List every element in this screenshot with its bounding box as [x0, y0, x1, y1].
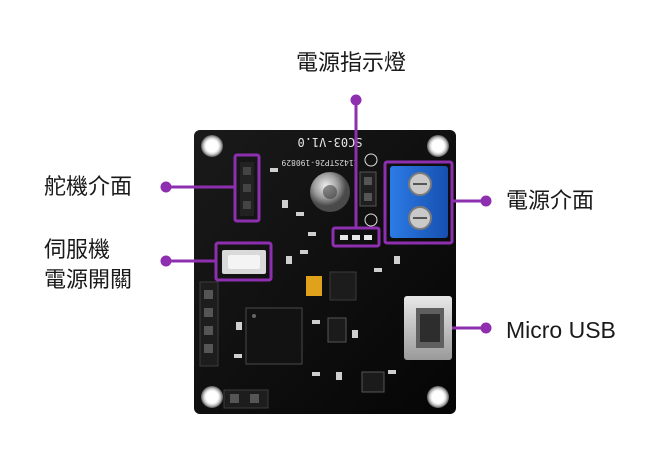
mcu-chip [245, 307, 303, 365]
regulator [329, 271, 357, 301]
callout-servo-power-switch-line1: 伺服機 [44, 238, 111, 263]
servo-header [240, 162, 254, 216]
callout-power-indicator: 電源指示燈 [296, 51, 407, 76]
silkscreen-title: SC03-V1.0 [297, 135, 362, 149]
pcb: SC03-V1.0 1142STP26-190829 [194, 130, 456, 414]
mount-hole-bottom-right [427, 386, 449, 408]
callout-servo-interface: 舵機介面 [44, 175, 133, 200]
smd-components [234, 168, 400, 380]
micro-usb-port [404, 296, 452, 360]
mount-hole-top-right [427, 135, 449, 157]
small-ic-2 [361, 371, 385, 393]
callout-servo-power-switch-line2: 電源開關 [44, 268, 133, 293]
power-led-row [340, 235, 372, 240]
callout-servo-power-switch: 伺服機 電源開關 [44, 236, 132, 296]
terminal-block [390, 166, 448, 238]
silkscreen-code: 1142STP26-190829 [281, 158, 358, 167]
power-switch [222, 250, 266, 274]
bottom-header [223, 389, 269, 409]
small-ic-1 [327, 317, 347, 343]
mount-hole-top-left [201, 135, 223, 157]
callout-micro-usb: Micro USB [506, 317, 616, 343]
mount-hole-bottom-left [201, 386, 223, 408]
left-header [199, 281, 219, 367]
leader-lines [160, 94, 492, 334]
tantalum-capacitor [306, 276, 322, 296]
callout-power-interface: 電源介面 [506, 189, 595, 214]
